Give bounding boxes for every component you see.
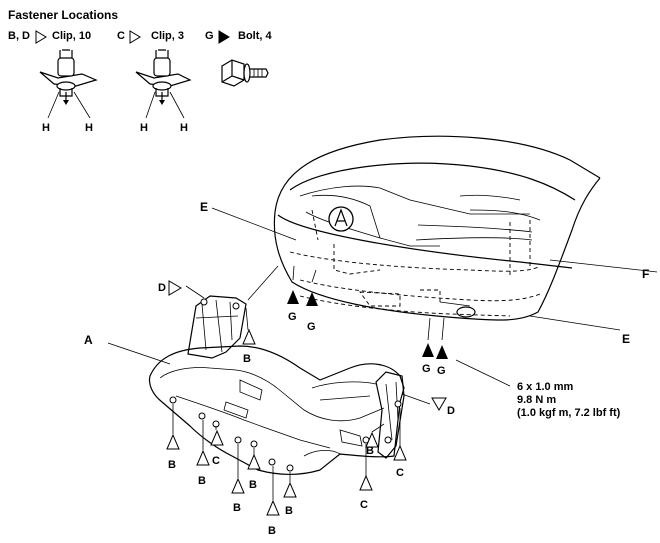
label-f: F [642, 267, 649, 281]
part-labels: E E F A D D G G G G B B B B B B B B C C … [84, 200, 649, 537]
label-b: B [285, 505, 293, 517]
legend-code-bd: B, D [8, 30, 30, 42]
detail-label-h: H [140, 122, 148, 134]
label-e: E [200, 200, 208, 214]
clip-c-marker [393, 444, 407, 461]
bolt-illustration [221, 59, 269, 87]
label-b: B [243, 353, 251, 365]
label-d: D [447, 405, 455, 417]
clip-b-marker [166, 433, 180, 450]
open-triangle-icon [35, 30, 47, 44]
label-g: G [437, 365, 446, 377]
filled-triangle-icon [218, 30, 230, 44]
clip-b-marker [231, 477, 245, 494]
clip-b-marker [365, 431, 379, 448]
spec-size: 6 x 1.0 mm [517, 381, 573, 393]
label-c: C [396, 467, 404, 479]
detail-label-h: H [180, 122, 188, 134]
label-a: A [84, 333, 93, 347]
fastener-legend: Fastener Locations B, D Clip, 10 C Clip,… [8, 8, 272, 134]
legend-name-clip3: Clip, 3 [151, 30, 184, 42]
bolt-g-marker [436, 345, 448, 359]
legend-name-bolt4: Bolt, 4 [238, 30, 272, 42]
label-e: E [622, 332, 630, 346]
clip-c-marker [359, 474, 373, 491]
label-d: D [158, 282, 166, 294]
clip-d-marker [168, 280, 182, 296]
bolt-g-marker [422, 343, 434, 357]
label-b: B [198, 475, 206, 487]
clip-3-illustration: H H [135, 49, 192, 134]
spec-torque-alt: (1.0 kgf m, 7.2 lbf ft) [517, 407, 621, 419]
legend-code-c: C [117, 30, 125, 42]
label-b: B [249, 479, 257, 491]
label-c: C [360, 499, 368, 511]
legend-name-clip10: Clip, 10 [52, 30, 91, 42]
clip-c-marker [210, 429, 224, 446]
label-b: B [168, 459, 176, 471]
label-b: B [366, 445, 374, 457]
detail-label-h: H [85, 122, 93, 134]
label-g: G [422, 363, 431, 375]
legend-title: Fastener Locations [8, 8, 118, 22]
bolt-g-marker [306, 292, 318, 306]
clip-b-marker [266, 499, 280, 516]
spec-torque: 9.8 N m [517, 394, 556, 406]
leader-lines [107, 207, 658, 500]
label-b: B [268, 525, 276, 537]
fastener-markers [166, 280, 448, 516]
clip-10-illustration: H H [39, 49, 98, 134]
label-b: B [233, 502, 241, 514]
label-c: C [212, 455, 220, 467]
detail-label-h: H [42, 122, 50, 134]
legend-code-g: G [205, 30, 214, 42]
label-g: G [307, 321, 316, 333]
clip-b-marker [196, 449, 210, 466]
clip-b-marker [247, 453, 261, 470]
clip-d-marker [431, 397, 447, 411]
clip-b-marker [242, 328, 256, 345]
bolt-g-marker [287, 290, 299, 304]
label-g: G [288, 311, 297, 323]
clip-b-marker [283, 481, 297, 498]
torque-spec: 6 x 1.0 mm 9.8 N m (1.0 kgf m, 7.2 lbf f… [517, 381, 621, 419]
vehicle-front-outline [273, 135, 601, 321]
open-triangle-icon [129, 30, 141, 44]
